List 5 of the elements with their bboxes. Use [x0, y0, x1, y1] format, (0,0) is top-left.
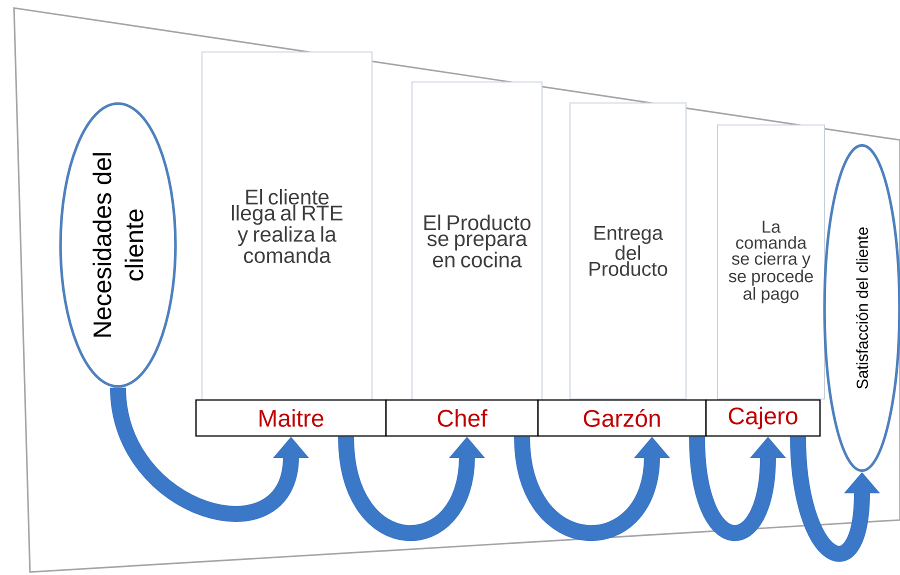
role-cell: Maitre	[195, 399, 387, 437]
role-cell: Garzón	[537, 399, 707, 437]
role-cell: Cajero	[705, 399, 821, 437]
oval-node: Necesidades del cliente	[59, 102, 177, 388]
role-cell: Chef	[385, 399, 539, 437]
